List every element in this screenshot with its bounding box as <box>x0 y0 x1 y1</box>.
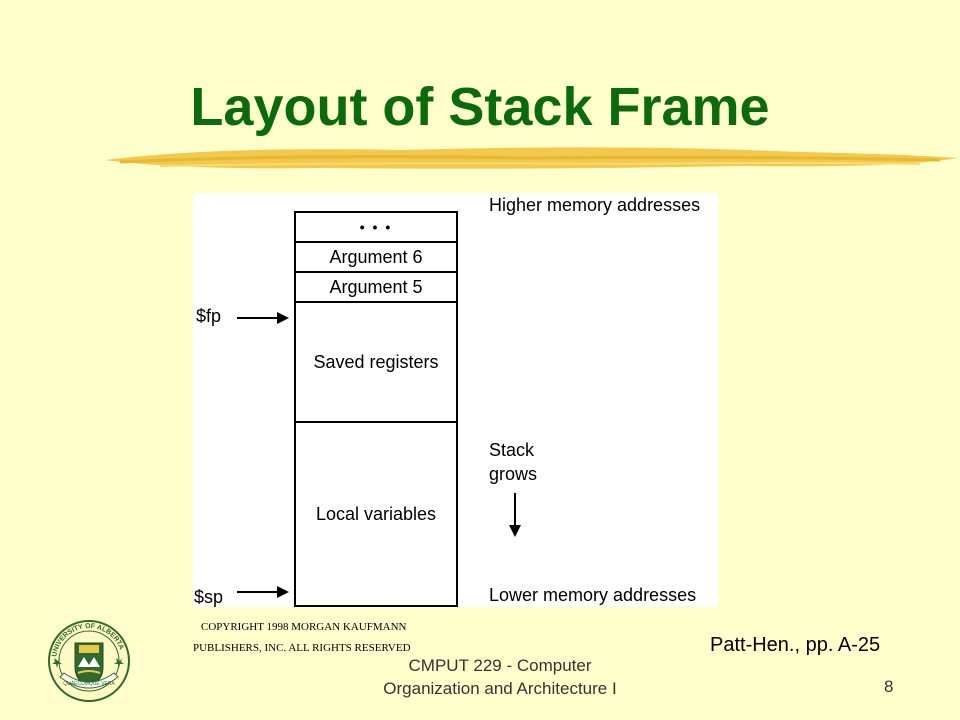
title-underline-brush <box>105 147 958 169</box>
page-number: 8 <box>884 677 894 696</box>
saved-registers-cell: Saved registers <box>294 301 458 423</box>
course-footer: CMPUT 229 - Computer Organization and Ar… <box>340 654 660 700</box>
argument-6-cell: Argument 6 <box>294 241 458 273</box>
higher-memory-label: Higher memory addresses <box>489 195 701 215</box>
stack-grows-label-1: Stack <box>489 440 535 460</box>
sp-arrow <box>237 586 289 598</box>
svg-text:QUAECUMQUE VERA: QUAECUMQUE VERA <box>63 681 115 687</box>
university-crest-logo: UNIVERSITY OF ALBERTA QUAECUMQUE VERA <box>48 620 130 702</box>
slide-title: Layout of Stack Frame <box>190 77 770 137</box>
lower-memory-label: Lower memory addresses <box>489 585 697 605</box>
local-variables-cell: Local variables <box>294 421 458 607</box>
stack-frame-diagram: Higher memory addresses • • • Argument 6… <box>193 193 718 607</box>
sp-label: $sp <box>194 587 224 607</box>
copyright-line-1: COPYRIGHT 1998 MORGAN KAUFMANN <box>201 621 407 633</box>
fp-label: $fp <box>196 306 222 326</box>
copyright-notice: COPYRIGHT 1998 MORGAN KAUFMANN PUBLISHER… <box>193 617 411 659</box>
copyright-line-2: PUBLISHERS, INC. ALL RIGHTS RESERVED <box>193 642 411 654</box>
argument-5-cell: Argument 5 <box>294 271 458 303</box>
stack-grows-label-2: grows <box>489 464 538 484</box>
footer-line-2: Organization and Architecture I <box>383 679 617 698</box>
citation: Patt-Hen., pp. A-25 <box>710 634 881 656</box>
stack-grows-arrow <box>509 493 521 537</box>
fp-arrow <box>237 312 289 324</box>
ellipsis-cell: • • • <box>294 211 458 243</box>
footer-line-1: CMPUT 229 - Computer <box>408 656 592 675</box>
